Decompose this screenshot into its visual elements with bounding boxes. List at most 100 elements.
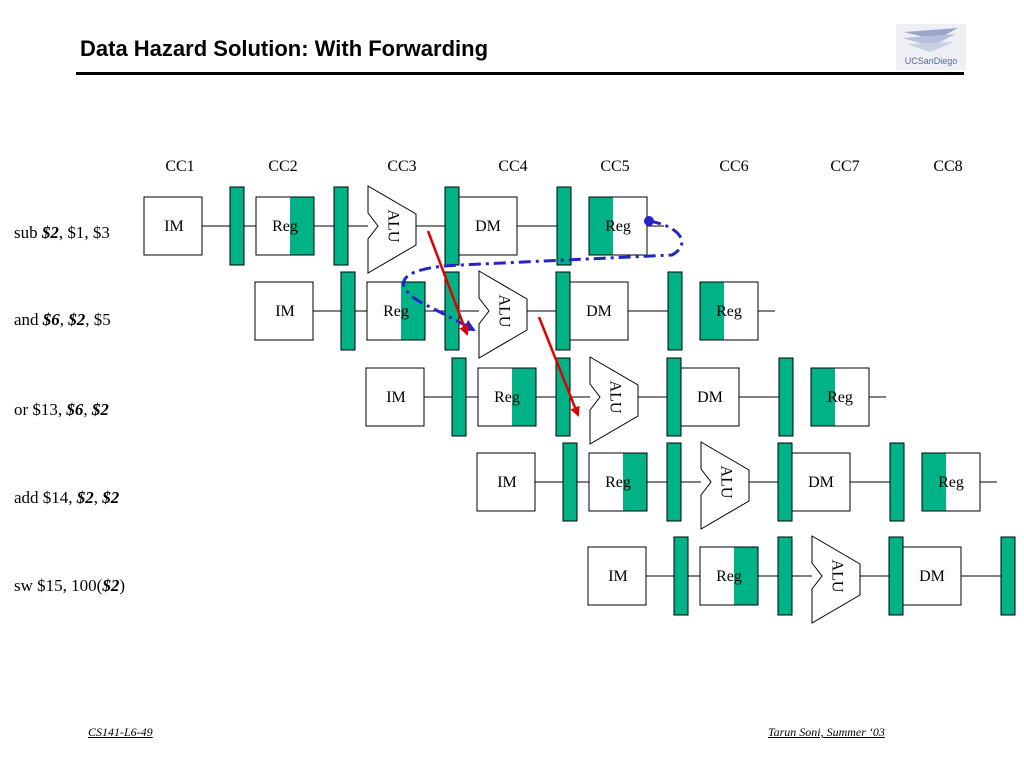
pipeline-register-3 [555,271,571,351]
im-stage-box [587,546,647,606]
instruction-token: $2 [67,310,86,329]
reg-read-label: Reg [383,303,409,320]
dm-stage-label: DM [919,568,945,585]
im-stage-label: IM [275,303,295,320]
reg-read-outline [366,281,426,341]
dm-stage-label: DM [808,474,834,491]
pipeline-register-4 [1000,536,1016,616]
alu-stage-shape [811,535,861,624]
instruction-token: $2 [101,576,120,595]
reg-write-label: Reg [716,303,742,320]
clock-cycle-label-2: CC2 [268,158,297,175]
pipeline-register-2 [555,357,571,437]
clock-cycle-label-8: CC8 [933,158,962,175]
instruction-label-5: sw $15, 100($2) [14,576,125,595]
clock-cycle-label-1: CC1 [165,158,194,175]
instruction-token: $2 [41,223,60,242]
clock-cycle-label-4: CC4 [498,158,527,175]
pipeline-register-1 [673,536,689,616]
reg-write-label: Reg [605,218,631,235]
instruction-token: , [83,400,92,419]
instruction-token: and [14,310,43,329]
pipeline-register-4 [556,186,572,266]
reg-read-outline [255,196,315,256]
instruction-token: , [60,310,69,329]
instruction-token: $2 [91,400,110,419]
instruction-label-4: add $14, $2, $2 [14,488,120,507]
dm-stage-box [680,367,740,427]
footer-course-code: CS141-L6-49 [88,725,153,739]
pipeline-register-3 [888,536,904,616]
reg-write-outline [810,367,870,427]
clock-cycle-label-5: CC5 [600,158,629,175]
reg-read-shading [290,197,314,255]
pipeline-register-1 [451,357,467,437]
dm-stage-label: DM [586,303,612,320]
alu-stage-label: ALU [828,560,845,593]
pipeline-register-2 [333,186,349,266]
pipeline-register-4 [778,357,794,437]
reg-write-shading [922,453,946,511]
reg-read-label: Reg [494,389,520,406]
instruction-token: sw $15, 100( [14,576,103,595]
reg-write-shading [589,197,613,255]
instruction-token: $2 [101,488,120,507]
reg-read-shading [734,547,758,605]
reg-write-shading [700,282,724,340]
pipeline-register-1 [229,186,245,266]
dm-stage-box [569,281,629,341]
alu-stage-shape [367,185,417,274]
im-stage-box [365,367,425,427]
reg-read-outline [699,546,759,606]
instruction-token: $6 [65,400,84,419]
register-file-dashed-path [402,219,684,332]
dm-stage-box [458,196,518,256]
pipeline-register-4 [889,442,905,522]
alu-stage-label: ALU [495,295,512,328]
logo-text: UCSanDiego [905,56,958,66]
alu-stage-label: ALU [606,381,623,414]
instruction-token: $2 [76,488,95,507]
im-stage-label: IM [164,218,184,235]
alu-stage-shape [478,270,528,359]
instruction-label-1: sub $2, $1, $3 [14,223,110,242]
instruction-label-2: and $6, $2, $5 [14,310,111,329]
reg-write-outline [588,196,648,256]
instruction-label-3: or $13, $6, $2 [14,400,109,419]
im-stage-label: IM [608,568,628,585]
dm-stage-box [791,452,851,512]
dm-stage-box [902,546,962,606]
reg-read-shading [512,368,536,426]
pipeline-register-3 [444,186,460,266]
reg-read-shading [623,453,647,511]
pipeline-row-2: IM Reg ALU DM Reg [254,270,775,359]
pipeline-register-2 [666,442,682,522]
reg-read-outline [588,452,648,512]
im-stage-box [254,281,314,341]
instruction-token: add $14, [14,488,77,507]
forwarding-arrow-2 [537,316,580,417]
pipeline-register-4 [667,271,683,351]
dm-stage-label: DM [475,218,501,235]
reg-read-shading [401,282,425,340]
pipeline-register-1 [340,271,356,351]
reg-read-label: Reg [605,474,631,491]
pipeline-register-1 [562,442,578,522]
pipeline-register-2 [777,536,793,616]
reg-write-label: Reg [938,474,964,491]
instruction-token: , [94,488,103,507]
pipeline-register-3 [777,442,793,522]
reg-write-label: Reg [827,389,853,406]
instruction-token: or $13, [14,400,66,419]
alu-stage-label: ALU [717,466,734,499]
dm-stage-label: DM [697,389,723,406]
instruction-token: $6 [42,310,61,329]
ucsd-logo: UCSanDiego [896,24,966,70]
instruction-token: sub [14,223,42,242]
title-rule [76,72,964,75]
